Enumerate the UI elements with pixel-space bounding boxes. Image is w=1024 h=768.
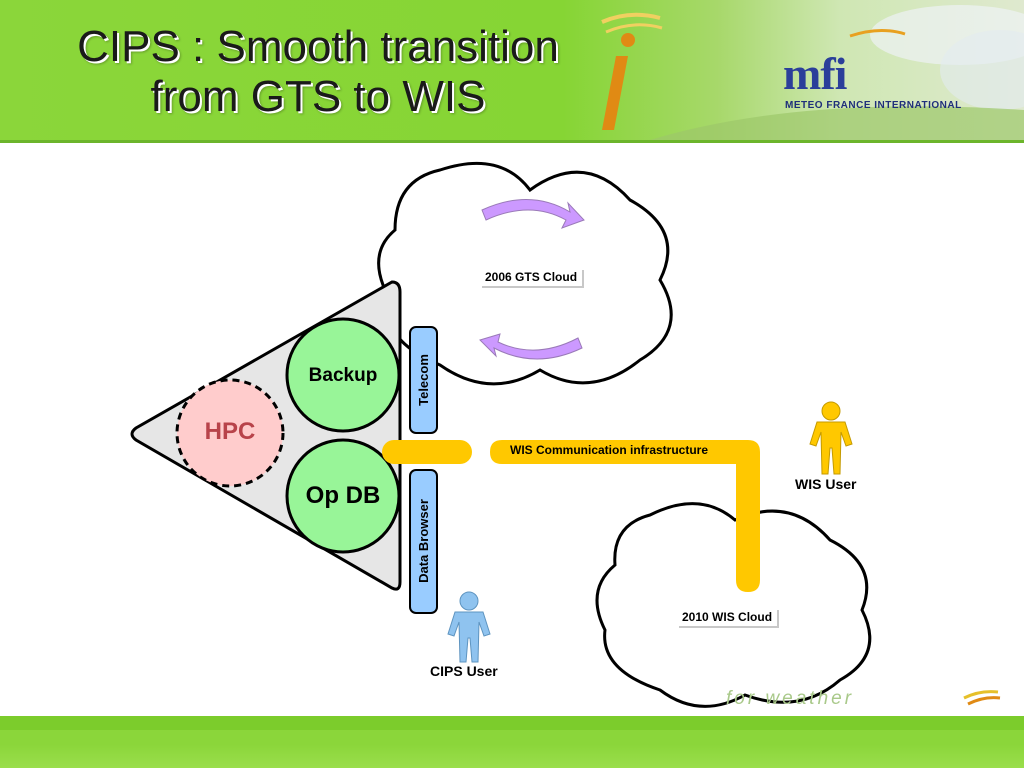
title-line-2: from GTS to WIS (150, 72, 486, 121)
wis-communication-label: WIS Communication infrastructure (510, 443, 709, 457)
mfi-logo: mfi (783, 48, 847, 99)
gts-arrow-top (481, 199, 585, 229)
title-line-1: CIPS : Smooth transition (77, 22, 559, 71)
wis-communication-pipe (490, 440, 760, 592)
wis-cloud-label: 2010 WIS Cloud (677, 608, 778, 626)
backup-node (285, 317, 401, 433)
header-divider (0, 140, 1024, 143)
gts-arrow-bottom (479, 333, 583, 360)
i-logo-icon (601, 12, 663, 130)
data-browser-label: Data Browser (416, 499, 431, 583)
telecom-bar (409, 326, 438, 434)
footer-stripe (0, 716, 1024, 730)
wis-user-label: WIS User (795, 476, 857, 492)
gts-cloud-label: 2006 GTS Cloud (480, 268, 583, 286)
header-banner: CIPS : Smooth transition from GTS to WIS… (0, 0, 1024, 140)
hpc-node (175, 378, 285, 488)
wis-user-icon (809, 401, 853, 475)
swoosh-icon (963, 690, 1001, 706)
connector-pipe (382, 440, 472, 464)
cips-user-label: CIPS User (430, 663, 498, 679)
cips-user-icon (447, 591, 491, 663)
logo-subtitle: METEO FRANCE INTERNATIONAL (785, 100, 962, 111)
telecom-label: Telecom (416, 354, 431, 406)
wis-cloud (595, 502, 872, 708)
opdb-node (285, 438, 401, 554)
header-decoration (601, 5, 1024, 140)
data-browser-bar (409, 469, 438, 614)
opdb-label: Op DB (305, 482, 381, 509)
backup-label: Backup (308, 365, 378, 386)
page-title: CIPS : Smooth transition from GTS to WIS (28, 22, 608, 122)
footer-slogan: for weather (726, 688, 855, 709)
hpc-label: HPC (204, 418, 256, 445)
